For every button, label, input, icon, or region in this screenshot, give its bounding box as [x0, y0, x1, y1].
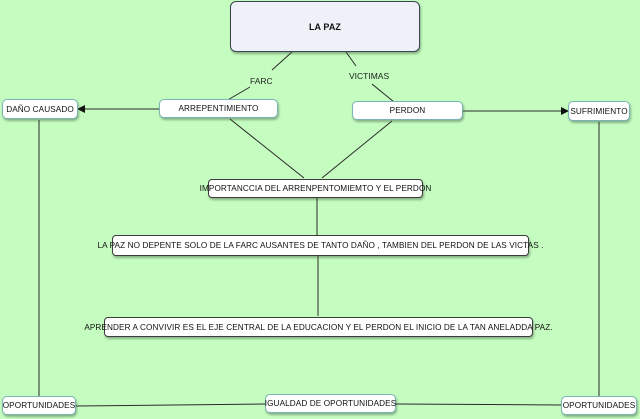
link-farc-arrepentimiento: [225, 86, 251, 102]
node-la-paz-no-depende[interactable]: LA PAZ NO DEPENTE SOLO DE LA FARC AUSANT…: [97, 235, 543, 256]
link-perdon-importancia: [321, 120, 393, 179]
node-dano-causado[interactable]: DAÑO CAUSADO: [2, 99, 78, 119]
node-sufrimiento[interactable]: SUFRIMIENTO: [568, 101, 630, 121]
link-igualdad-oportunidades-right: [395, 403, 562, 406]
link-arrepentimiento-importancia: [229, 118, 305, 179]
node-importancia[interactable]: IMPORTANCCIA DEL ARRENPENTOMIEMTO Y EL P…: [200, 179, 431, 198]
node-perdon[interactable]: PERDON: [352, 101, 463, 120]
link-victimas-perdon: [371, 83, 395, 103]
node-oportunidades-left[interactable]: OPORTUNIDADES: [2, 396, 76, 415]
node-la-paz[interactable]: LA PAZ: [230, 1, 420, 52]
node-oportunidades-right[interactable]: OPORTUNIDADES: [561, 396, 637, 415]
link-label-victimas: VICTIMAS: [349, 71, 390, 81]
link-title-farc: [271, 51, 293, 71]
link-label-farc: FARC: [250, 76, 273, 86]
node-arrepentimiento[interactable]: ARREPENTIMIENTO: [159, 99, 278, 118]
link-title-victimas: [345, 51, 357, 67]
link-oportunidades-igualdad-left: [75, 403, 266, 407]
node-aprender[interactable]: APRENDER A CONVIVIR ES EL EJE CENTRAL DE…: [84, 317, 553, 337]
node-igualdad[interactable]: IGUALDAD DE OPORTUNIDADES: [265, 394, 396, 413]
